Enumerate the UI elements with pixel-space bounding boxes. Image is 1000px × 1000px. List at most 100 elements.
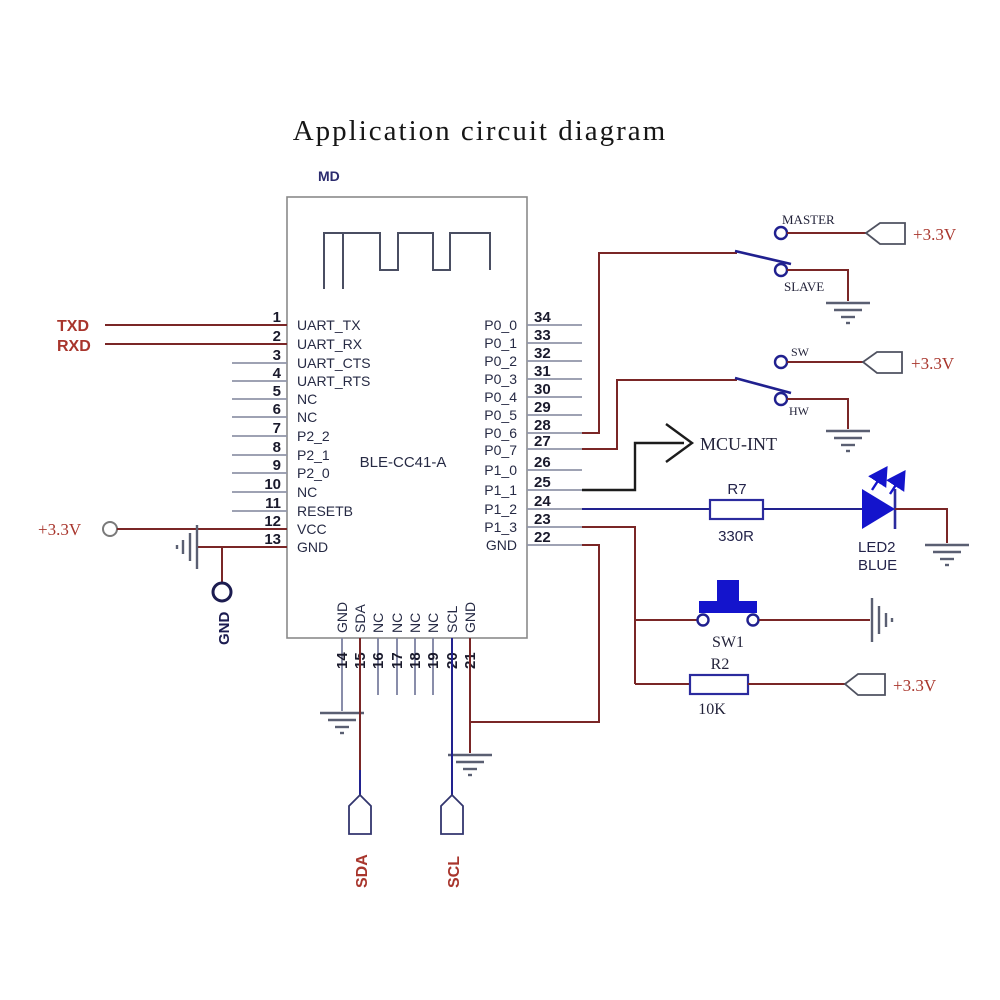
pin-name: P1_2 xyxy=(484,501,517,517)
pin-name: NC xyxy=(297,484,317,500)
net-p0_7-config-switch xyxy=(582,379,737,450)
ground-icon xyxy=(824,301,872,325)
pin-number: 17 xyxy=(389,652,406,669)
sda-label: SDA xyxy=(354,854,371,888)
sda-connector-icon xyxy=(348,793,372,835)
left-pin-stubs xyxy=(232,362,287,512)
pin-number: 18 xyxy=(407,652,424,669)
net-p0_6-mode-switch xyxy=(582,252,737,434)
pin-name: P0_4 xyxy=(484,389,517,405)
sw-contact xyxy=(773,354,789,370)
led-color-label: BLUE xyxy=(858,557,897,574)
pin-number: 23 xyxy=(534,511,551,528)
pin-name: P2_2 xyxy=(297,428,330,444)
hw-label: HW xyxy=(789,404,810,418)
button-circuit: SW1 xyxy=(635,580,894,651)
pin-name: UART_TX xyxy=(297,317,361,333)
vcc-terminal-icon xyxy=(102,521,118,537)
right-pin-stubs xyxy=(527,324,582,546)
mcu-int-label: MCU-INT xyxy=(700,434,777,454)
pin-name: P0_1 xyxy=(484,335,517,351)
bottom-grounds xyxy=(318,638,494,777)
ic-part-number: BLE-CC41-A xyxy=(360,454,447,471)
pin-name: SCL xyxy=(444,606,460,633)
ground-icon xyxy=(446,753,494,777)
pin-number: 1 xyxy=(273,309,281,326)
pin-name: NC xyxy=(407,613,423,633)
scl-label: SCL xyxy=(446,856,463,888)
gnd-terminal-icon xyxy=(211,581,233,603)
switch-lever xyxy=(734,249,792,266)
pin-name: P0_3 xyxy=(484,371,517,387)
pin-name: P0_5 xyxy=(484,407,517,423)
ground-icon xyxy=(824,429,872,453)
ground-icon xyxy=(318,711,366,735)
pin-number: 14 xyxy=(334,652,351,669)
pin-name: P1_3 xyxy=(484,519,517,535)
antenna-icon xyxy=(323,232,491,289)
pin-number: 11 xyxy=(265,495,281,512)
pin-name: UART_CTS xyxy=(297,355,371,371)
pin-name: P0_2 xyxy=(484,353,517,369)
pin-number: 22 xyxy=(534,529,551,546)
ground-icon xyxy=(870,596,894,644)
gnd-left-label: GND xyxy=(216,612,233,646)
mode-switch: MASTER SLAVE +3.3V xyxy=(734,212,957,325)
mode-supply-label: +3.3V xyxy=(913,225,957,244)
ground-icon xyxy=(175,523,199,571)
pin-name: SDA xyxy=(352,604,368,633)
supply-connector-icon xyxy=(861,351,903,374)
sw-label: SW xyxy=(791,345,810,359)
right-pin-numbers: 34 33 32 31 30 29 28 27 26 25 24 23 22 xyxy=(534,309,551,546)
pin-number: 6 xyxy=(273,401,281,418)
pin-number: 30 xyxy=(534,381,551,398)
pullup-circuit: R2 10K +3.3V xyxy=(635,656,937,718)
pin-name: GND xyxy=(486,537,517,553)
bottom-pin-stubs xyxy=(341,638,434,711)
slave-label: SLAVE xyxy=(784,279,824,294)
pin-name: NC xyxy=(389,613,405,633)
pin-name: P0_6 xyxy=(484,425,517,441)
pin-number: 27 xyxy=(534,433,551,450)
r7-ref-label: R7 xyxy=(727,481,746,498)
pin-number: 25 xyxy=(534,474,551,491)
pin-number: 3 xyxy=(273,347,281,364)
pin-number: 31 xyxy=(534,363,551,380)
page-title: Application circuit diagram xyxy=(293,115,668,147)
net-gnd22 xyxy=(470,544,600,723)
pin-name: P0_7 xyxy=(484,442,517,458)
pin-number: 32 xyxy=(534,345,551,362)
led-icon xyxy=(862,465,906,529)
slave-contact xyxy=(773,262,789,278)
config-supply-label: +3.3V xyxy=(911,354,955,373)
pin-name: GND xyxy=(462,602,478,633)
pin-number: 10 xyxy=(264,476,281,493)
uart-io: TXD RXD xyxy=(57,318,287,355)
right-pin-names: P0_0 P0_1 P0_2 P0_3 P0_4 P0_5 P0_6 P0_7 … xyxy=(484,317,517,553)
pin-number: 9 xyxy=(273,457,281,474)
pin-name: UART_RTS xyxy=(297,373,370,389)
supply-connector-icon xyxy=(864,222,906,245)
pin-number: 28 xyxy=(534,417,551,434)
sw1-label: SW1 xyxy=(712,634,744,651)
pin-number: 13 xyxy=(264,531,281,548)
bottom-pin-numbers: 14 15 16 17 18 19 20 21 xyxy=(334,652,479,669)
vcc-left-label: +3.3V xyxy=(38,520,82,539)
pin-number: 5 xyxy=(273,383,281,400)
pin-name: P2_1 xyxy=(297,447,330,463)
pin-number: 19 xyxy=(425,652,442,669)
pin-name: NC xyxy=(370,613,386,633)
hw-contact xyxy=(773,391,789,407)
net-p1_3-button xyxy=(582,526,636,684)
master-contact xyxy=(773,225,789,241)
pin-number: 26 xyxy=(534,454,551,471)
r2-value-label: 10K xyxy=(698,701,726,718)
bottom-pin-names: GND SDA NC NC NC NC SCL GND xyxy=(334,602,478,633)
pullup-supply-label: +3.3V xyxy=(893,676,937,695)
pin-name: NC xyxy=(297,409,317,425)
master-label: MASTER xyxy=(782,212,835,227)
led-circuit: R7 330R LED2 BLUE xyxy=(582,465,971,574)
switch-lever xyxy=(734,376,792,395)
led-name-label: LED2 xyxy=(858,539,896,556)
